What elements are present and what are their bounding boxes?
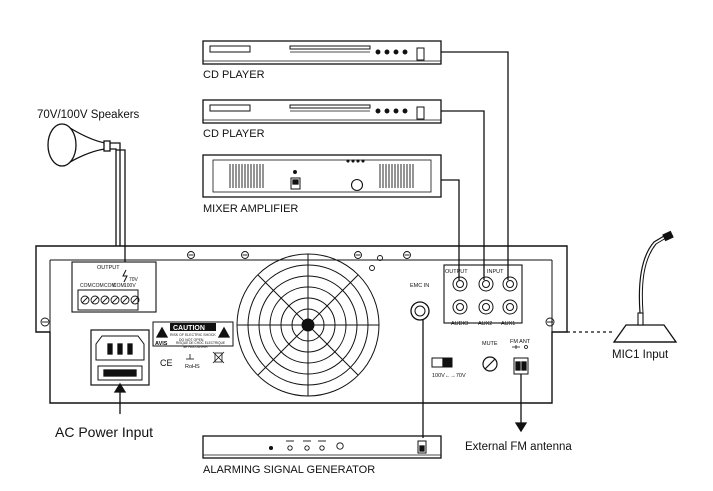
connection-lines xyxy=(116,51,614,438)
fm-ant-connector xyxy=(512,345,529,375)
rca-input-label: INPUT xyxy=(487,269,504,275)
emc-in-label: EMC IN xyxy=(410,283,429,289)
avis-line-2: NE PAS OUVRIR xyxy=(183,345,208,349)
ac-power-arrow xyxy=(113,382,127,414)
vent-grille-left xyxy=(229,164,264,188)
caution-line-1: RISK OF ELECTRIC SHOCK xyxy=(170,333,216,337)
mute-knob xyxy=(482,356,498,372)
ground-icon xyxy=(186,354,194,360)
terminal-label-com-4: COM xyxy=(113,283,125,289)
ac-power-label: AC Power Input xyxy=(55,424,153,440)
fan-grille xyxy=(236,253,380,397)
cd-player-2 xyxy=(202,99,442,124)
terminal-label-com-3: COM xyxy=(104,283,116,289)
terminal-label-100v: 100V xyxy=(124,283,136,289)
weee-bin-icon xyxy=(212,351,225,364)
cd-player-1 xyxy=(202,40,442,65)
rca-label-aux2: AUX2 xyxy=(478,321,492,327)
cd-player-2-label: CD PLAYER xyxy=(203,128,265,140)
mixer-amplifier xyxy=(202,154,442,198)
alarm-generator-label: ALARMING SIGNAL GENERATOR xyxy=(203,464,375,476)
alarm-signal-generator xyxy=(202,435,442,459)
voltage-switch-label: 100V←→70V xyxy=(432,373,466,379)
avis-line-1: RISQUE DE CHOC ELECTRIQUE xyxy=(176,341,225,345)
rca-output-label: OUTPUT xyxy=(445,269,468,275)
terminal-label-com-2: COM xyxy=(92,283,104,289)
caution-title: CAUTION xyxy=(173,325,205,332)
fm-antenna-arrow xyxy=(514,374,528,433)
rca-jack-panel xyxy=(443,264,523,324)
cd-player-1-label: CD PLAYER xyxy=(203,69,265,81)
rca-label-aux1: AUX1 xyxy=(501,321,515,327)
mixer-amplifier-label: MIXER AMPLIFIER xyxy=(203,203,298,215)
avis-text: AVIS xyxy=(155,341,168,347)
desk-microphone-icon xyxy=(612,230,678,343)
horn-speaker-icon xyxy=(47,123,121,262)
terminal-label-com-1: COM xyxy=(80,283,92,289)
fm-antenna-label: External FM antenna xyxy=(465,441,572,453)
voltage-switch xyxy=(431,357,453,368)
ce-mark: CE xyxy=(160,358,173,368)
fm-ant-label: FM ANT xyxy=(510,339,531,345)
mute-label: MUTE xyxy=(482,341,498,347)
caution-label xyxy=(152,321,234,347)
speaker-output-terminal-block xyxy=(71,261,157,313)
speakers-label: 70V/100V Speakers xyxy=(37,109,140,121)
mic-label: MIC1 Input xyxy=(612,349,669,361)
terminal-label-70v: 70V xyxy=(129,277,139,283)
output-header: OUTPUT xyxy=(97,265,120,271)
emc-in-connector xyxy=(410,301,430,321)
rca-label-audio: AUDIO xyxy=(451,321,469,327)
vent-grille-right xyxy=(379,164,414,188)
rohs-mark: RoHS xyxy=(185,364,200,370)
ac-power-inlet xyxy=(90,329,150,386)
caution-line-2: DO NOT OPEN xyxy=(179,338,204,342)
